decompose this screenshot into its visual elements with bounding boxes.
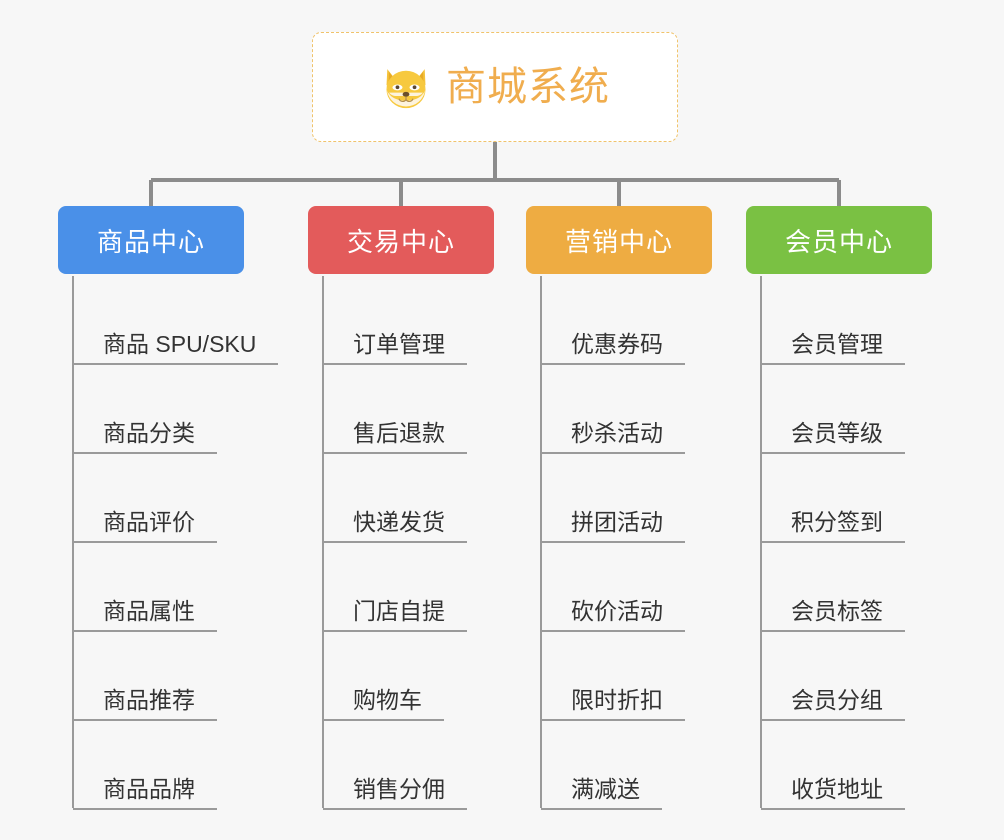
leaf-item[interactable]: 会员标签 [761, 543, 905, 632]
leaf-item[interactable]: 商品推荐 [73, 632, 278, 721]
leaf-item-label: 快递发货 [323, 509, 467, 543]
leaf-item-label: 砍价活动 [541, 598, 685, 632]
leaf-item-label: 商品分类 [73, 420, 217, 454]
leaf-item-label: 积分签到 [761, 509, 905, 543]
leaf-item-label: 秒杀活动 [541, 420, 685, 454]
leaf-item[interactable]: 优惠券码 [541, 276, 685, 365]
leaf-item[interactable]: 订单管理 [323, 276, 467, 365]
leaf-item-label: 订单管理 [323, 331, 467, 365]
leaf-item[interactable]: 砍价活动 [541, 543, 685, 632]
leaf-item-label: 商品 SPU/SKU [73, 331, 279, 365]
leaf-item-label: 会员管理 [761, 331, 905, 365]
leaf-item-label: 限时折扣 [541, 687, 685, 721]
leaf-item-label: 会员标签 [761, 598, 905, 632]
branch-node-4[interactable]: 会员中心 [746, 206, 932, 274]
leaf-item[interactable]: 积分签到 [761, 454, 905, 543]
branch-3-items: 优惠券码秒杀活动拼团活动砍价活动限时折扣满减送 [541, 276, 685, 810]
branch-label: 营销中心 [564, 226, 673, 257]
leaf-item[interactable]: 快递发货 [323, 454, 467, 543]
leaf-item-label: 拼团活动 [541, 509, 685, 543]
leaf-item-label: 销售分佣 [323, 776, 467, 810]
branch-label: 交易中心 [346, 226, 455, 257]
branch-2-items: 订单管理售后退款快递发货门店自提购物车销售分佣 [323, 276, 467, 810]
leaf-item[interactable]: 限时折扣 [541, 632, 685, 721]
leaf-item[interactable]: 购物车 [323, 632, 467, 721]
leaf-item[interactable]: 会员等级 [761, 365, 905, 454]
leaf-item-label: 购物车 [323, 687, 444, 721]
branch-node-2[interactable]: 交易中心 [308, 206, 494, 274]
leaf-item-label: 商品评价 [73, 509, 217, 543]
leaf-item[interactable]: 收货地址 [761, 721, 905, 810]
leaf-item[interactable]: 售后退款 [323, 365, 467, 454]
leaf-item-label: 售后退款 [323, 420, 467, 454]
leaf-item[interactable]: 门店自提 [323, 543, 467, 632]
branch-node-3[interactable]: 营销中心 [526, 206, 712, 274]
branch-label: 商品中心 [96, 226, 205, 257]
leaf-item[interactable]: 会员管理 [761, 276, 905, 365]
branch-4-items: 会员管理会员等级积分签到会员标签会员分组收货地址 [761, 276, 905, 810]
leaf-item-label: 商品品牌 [73, 776, 217, 810]
leaf-item[interactable]: 会员分组 [761, 632, 905, 721]
leaf-item[interactable]: 秒杀活动 [541, 365, 685, 454]
root-node[interactable]: 商城系统 [312, 32, 678, 142]
leaf-item[interactable]: 商品分类 [73, 365, 278, 454]
leaf-item[interactable]: 销售分佣 [323, 721, 467, 810]
leaf-item-label: 商品属性 [73, 598, 217, 632]
branch-node-1[interactable]: 商品中心 [58, 206, 244, 274]
leaf-item-label: 会员分组 [761, 687, 905, 721]
leaf-item-label: 收货地址 [761, 776, 905, 810]
leaf-item-label: 门店自提 [323, 598, 467, 632]
shiba-dog-emoji [386, 69, 426, 109]
leaf-item-label: 满减送 [541, 776, 662, 810]
leaf-item[interactable]: 商品属性 [73, 543, 278, 632]
leaf-item[interactable]: 商品品牌 [73, 721, 278, 810]
leaf-item[interactable]: 商品评价 [73, 454, 278, 543]
root-title: 商城系统 [446, 65, 610, 109]
leaf-item[interactable]: 满减送 [541, 721, 685, 810]
leaf-item-label: 商品推荐 [73, 687, 217, 721]
leaf-item-label: 优惠券码 [541, 331, 685, 365]
branch-1-items: 商品 SPU/SKU 商品分类商品评价商品属性商品推荐商品品牌 [73, 276, 279, 810]
leaf-item[interactable]: 商品 SPU/SKU [73, 276, 279, 365]
branch-label: 会员中心 [784, 226, 893, 257]
leaf-item[interactable]: 拼团活动 [541, 454, 685, 543]
leaf-item-label: 会员等级 [761, 420, 905, 454]
